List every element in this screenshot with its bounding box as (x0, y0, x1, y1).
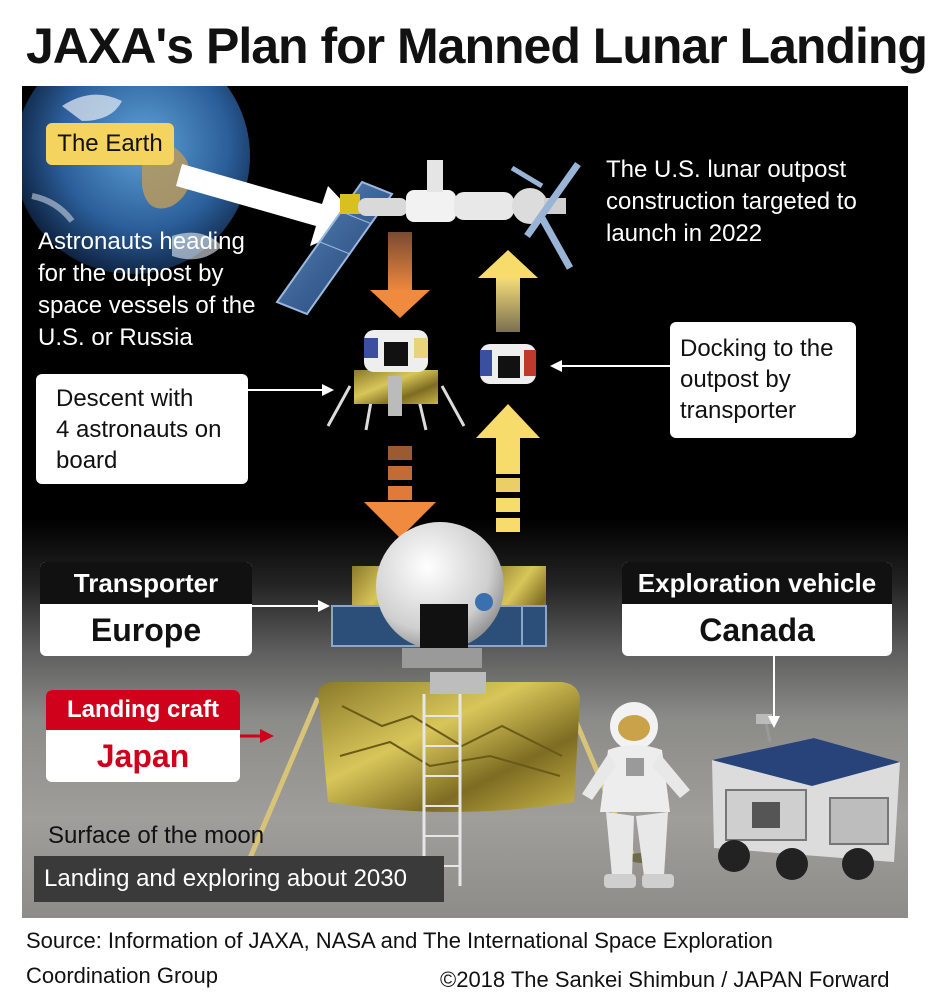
astronauts-heading-line-2: for the outpost by (38, 260, 224, 287)
outpost-text-line-1: The U.S. lunar outpost (606, 156, 847, 183)
exploration-rover (712, 714, 900, 880)
pointer-landing (240, 729, 274, 743)
docking-callout: Docking to the outpost by transporter (670, 322, 856, 438)
copyright-line: ©2018 The Sankei Shimbun / JAPAN Forward (440, 967, 890, 992)
exploration-vehicle-card-value: Canada (699, 612, 815, 648)
docking-text-line-2: outpost by (680, 366, 791, 393)
landing-exploring-band: Landing and exploring about 2030 (34, 856, 444, 902)
landing-craft (226, 672, 656, 886)
exploration-vehicle-card-head: Exploration vehicle (622, 562, 892, 604)
descent-arrow-upper (370, 232, 430, 318)
descent-text-line-1: Descent with (56, 385, 194, 412)
pointer-docking (550, 360, 672, 372)
pointer-exploration (768, 656, 780, 728)
landing-craft-card-value: Japan (96, 738, 190, 774)
surface-label: Surface of the moon (48, 822, 265, 849)
landing-craft-card: Landing craft Japan (46, 690, 240, 782)
transporter-card: Transporter Europe (40, 562, 252, 656)
transporter-module (331, 522, 547, 668)
landing-exploring-label: Landing and exploring about 2030 (44, 865, 407, 892)
exploration-vehicle-card: Exploration vehicle Canada (622, 562, 892, 656)
descent-callout: Descent with 4 astronauts on board (36, 374, 248, 484)
earth-label-tag: The Earth (46, 123, 174, 165)
pointer-transporter (252, 600, 330, 612)
astronauts-heading-line-4: U.S. or Russia (38, 324, 193, 351)
outpost-text-line-3: launch in 2022 (606, 220, 763, 247)
illustration: The Earth Astronauts heading for the out… (22, 86, 908, 918)
illustration-artwork (22, 86, 900, 888)
source-line-2: Coordination Group (26, 963, 219, 988)
astronaut-figure (582, 702, 690, 888)
descent-arrow-lower (364, 446, 436, 538)
descent-text-line-2: 4 astronauts on (56, 416, 222, 443)
pointer-descent (248, 384, 334, 396)
outpost-text-line-2: construction targeted to (606, 188, 857, 215)
transporter-card-head: Transporter (40, 562, 252, 604)
docking-text-line-3: transporter (680, 397, 797, 424)
ascent-transporter-small (480, 344, 536, 384)
astronauts-heading-line-3: space vessels of the (38, 292, 256, 319)
astronauts-heading-line-1: Astronauts heading (38, 228, 245, 255)
descent-text-line-3: board (56, 447, 118, 474)
earth-label: The Earth (57, 130, 163, 157)
page-title: JAXA's Plan for Manned Lunar Landing (26, 18, 928, 74)
source-line-1: Source: Information of JAXA, NASA and Th… (26, 928, 773, 953)
landing-craft-card-head: Landing craft (46, 690, 240, 730)
ascent-arrow-lower (476, 404, 540, 532)
descent-lander-small (326, 330, 466, 431)
lunar-outpost-station (275, 160, 581, 316)
ascent-arrow-upper (478, 250, 538, 332)
docking-text-line-1: Docking to the (680, 335, 834, 362)
earth-to-outpost-arrow (176, 164, 364, 246)
transporter-card-value: Europe (90, 612, 202, 648)
